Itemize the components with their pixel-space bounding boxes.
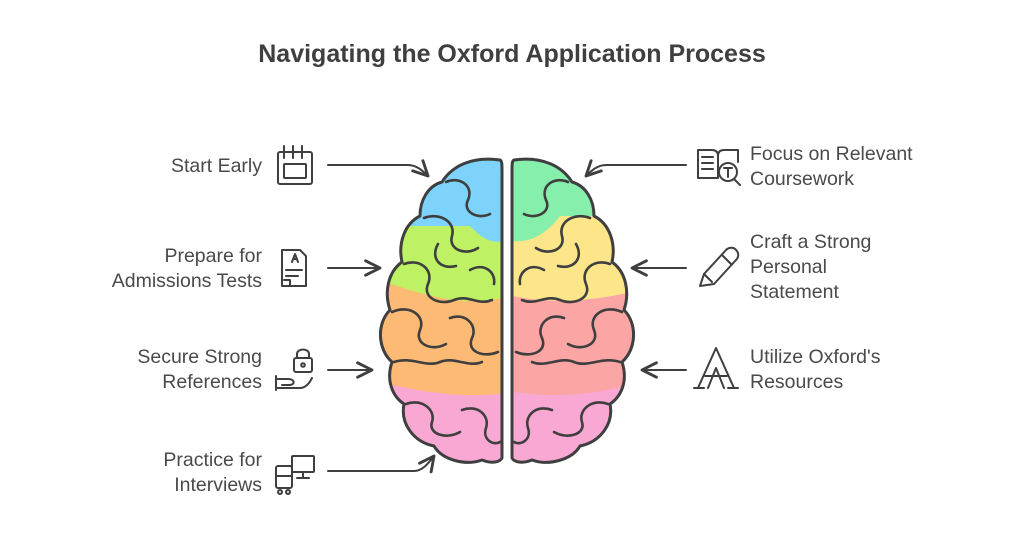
connector-arrows xyxy=(327,159,687,474)
letter-a-icon xyxy=(693,347,739,389)
left-gyri xyxy=(390,179,502,445)
arrow-coursework xyxy=(584,159,687,178)
brain-region-lime xyxy=(390,226,502,305)
right-gyri xyxy=(512,179,624,445)
left-hemisphere xyxy=(378,157,504,464)
step-admissions-tests-label: Prepare for Admissions Tests xyxy=(111,245,262,292)
arrow-start-early xyxy=(327,159,430,178)
brain-region-yellow xyxy=(512,216,634,305)
brain-region-salmon xyxy=(512,290,634,398)
step-start-early-label: Start Early xyxy=(170,155,262,177)
step-interviews-label: Practice for Interviews xyxy=(163,449,262,496)
calendar-icon xyxy=(277,145,313,185)
step-coursework-label: Focus on Relevant Coursework xyxy=(750,143,913,190)
pen-icon xyxy=(699,246,740,287)
right-hemisphere xyxy=(510,157,636,464)
brain-region-orange-left xyxy=(380,280,502,399)
page-title: Navigating the Oxford Application Proces… xyxy=(258,40,766,68)
step-references-label: Secure Strong References xyxy=(137,346,262,393)
book-search-icon xyxy=(697,149,741,186)
lock-hand-icon xyxy=(275,348,313,391)
brain-region-pink-left xyxy=(380,382,502,463)
left-hemisphere-outline xyxy=(378,157,504,464)
right-hemisphere-outline xyxy=(510,157,636,464)
video-call-icon xyxy=(275,455,315,495)
step-resources-label: Utilize Oxford's Resources xyxy=(750,346,881,393)
step-personal-statement-label: Craft a Strong Personal Statement xyxy=(750,231,872,303)
test-document-icon xyxy=(281,249,307,287)
arrow-interviews xyxy=(327,454,436,474)
